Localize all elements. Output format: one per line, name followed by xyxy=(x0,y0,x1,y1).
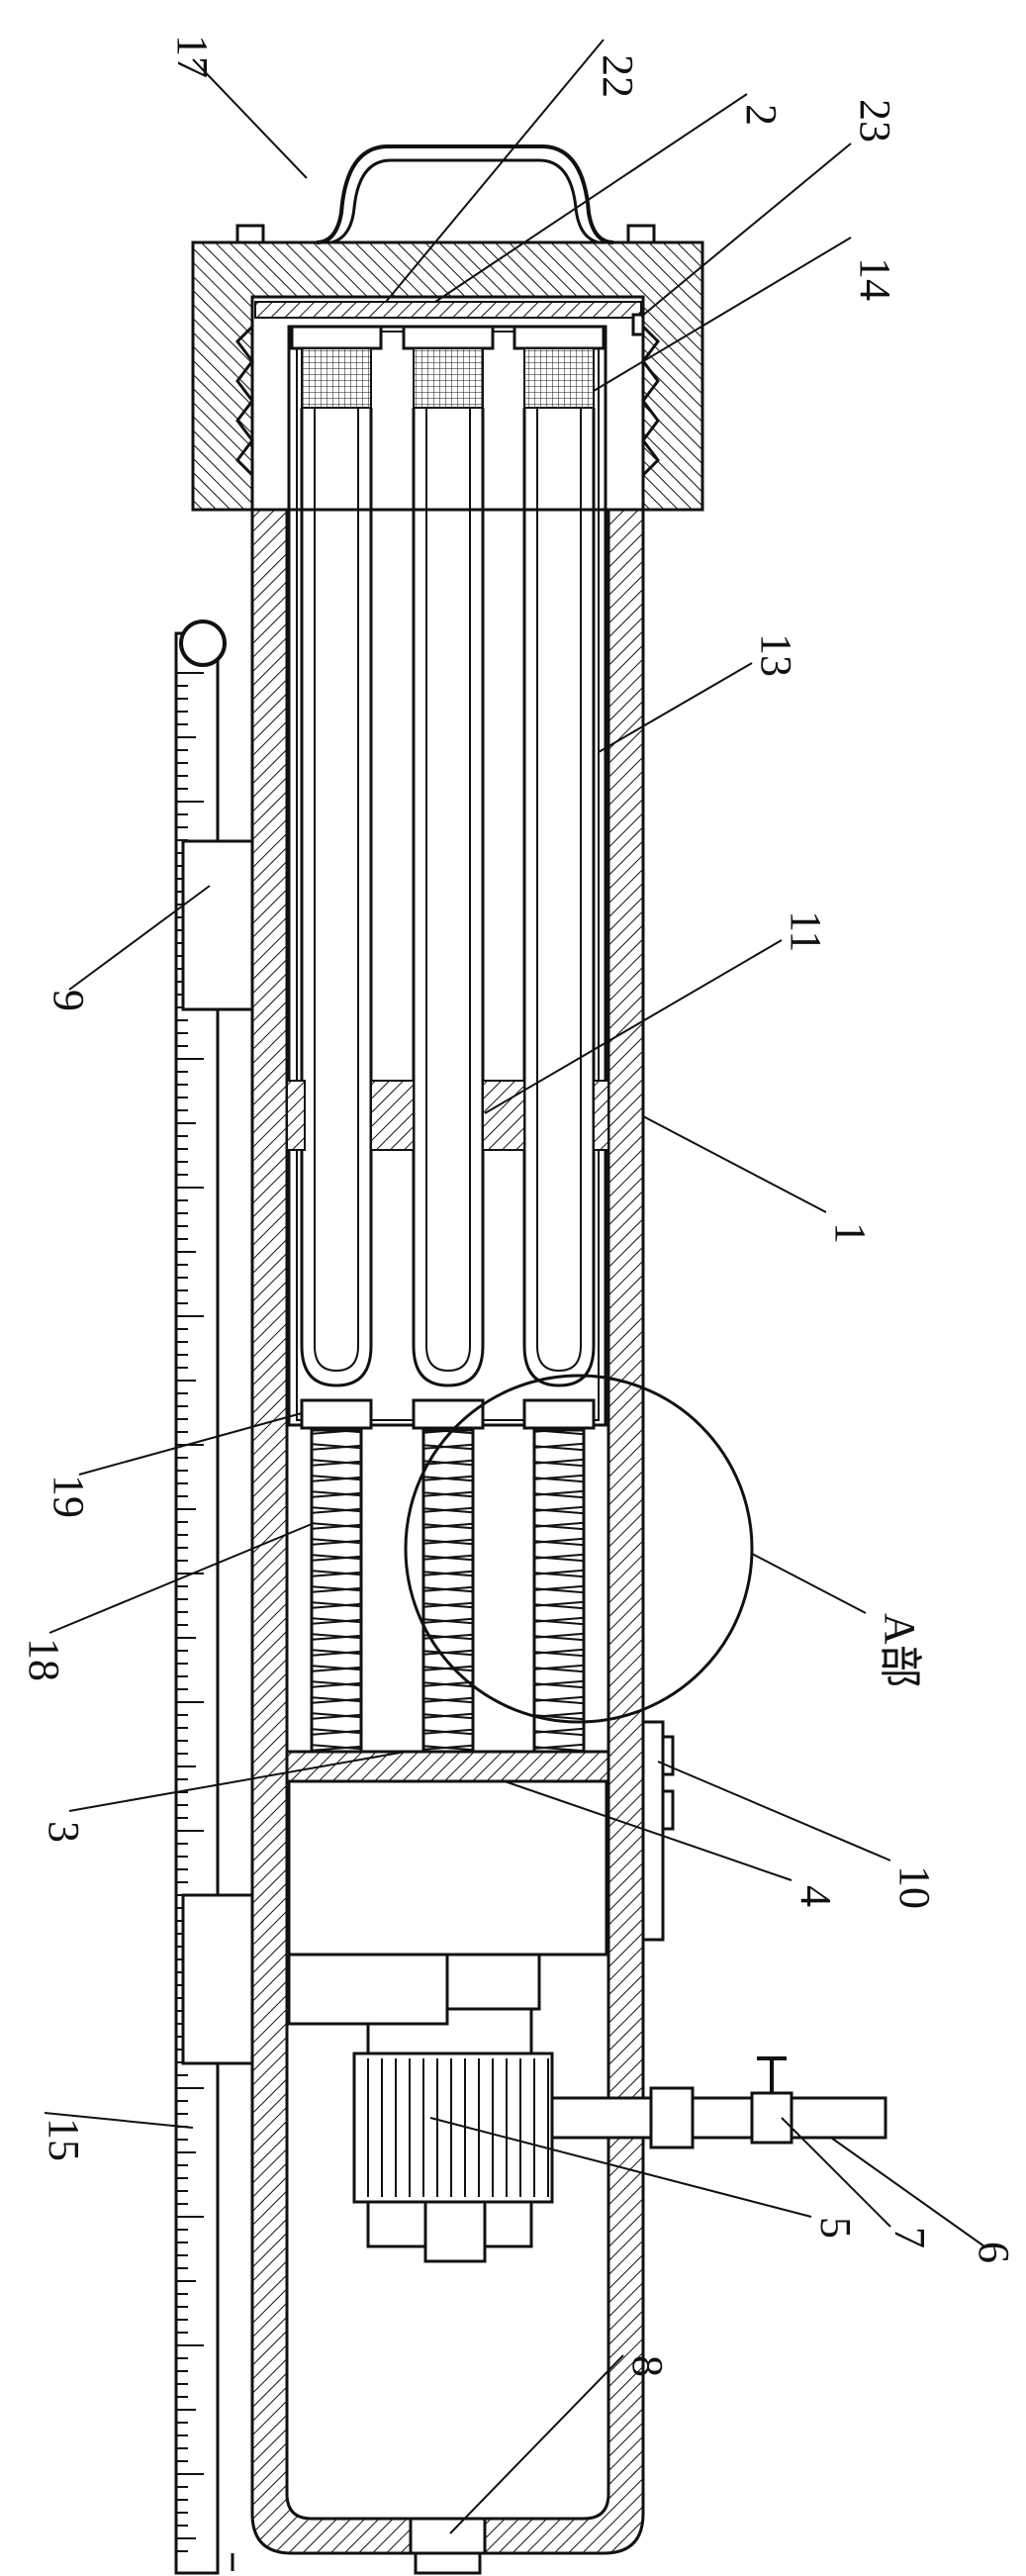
callout-labels: 17 22 2 23 14 13 11 9 1 19 18 A部 3 4 10 … xyxy=(20,35,1018,2377)
filter-tube-right xyxy=(513,325,606,1387)
label-9: 9 xyxy=(45,990,93,1011)
label-8: 8 xyxy=(623,2355,672,2377)
label-7: 7 xyxy=(886,2227,934,2248)
label-2: 2 xyxy=(737,104,786,126)
springs xyxy=(310,1428,586,1754)
filter-tube-left xyxy=(290,325,383,1387)
label-14: 14 xyxy=(851,257,899,301)
label-1: 1 xyxy=(826,1222,875,1244)
label-23: 23 xyxy=(851,99,899,143)
label-15: 15 xyxy=(40,2118,88,2161)
handle xyxy=(235,144,656,244)
filter-tubes xyxy=(290,325,606,1387)
detail-circle-a xyxy=(404,1374,754,1724)
scale-rod xyxy=(174,620,254,2575)
label-3: 3 xyxy=(40,1821,88,1843)
bottom-connector xyxy=(409,2517,487,2575)
slider-block-lower xyxy=(181,1893,254,2065)
side-panel xyxy=(641,1720,675,1942)
spring-seats xyxy=(300,1398,596,1430)
label-19: 19 xyxy=(45,1475,93,1518)
label-11: 11 xyxy=(782,910,830,952)
filter-tube-middle xyxy=(402,325,495,1387)
label-17: 17 xyxy=(168,35,217,78)
label-4: 4 xyxy=(792,1885,840,1907)
leader-lines xyxy=(44,39,985,2534)
support-plate xyxy=(286,1080,609,1151)
gear-lines xyxy=(367,2058,549,2197)
label-10: 10 xyxy=(890,1865,939,1909)
label-18: 18 xyxy=(20,1638,68,1681)
label-13: 13 xyxy=(752,633,800,677)
label-a-detail: A部 xyxy=(876,1613,924,1688)
label-6: 6 xyxy=(970,2242,1018,2263)
outlet-assembly xyxy=(550,2056,887,2149)
rod-end-ring xyxy=(179,620,227,667)
slider-block-upper xyxy=(181,839,254,1011)
gear-pump xyxy=(352,2051,554,2263)
push-plate xyxy=(285,1750,610,1783)
label-22: 22 xyxy=(594,54,642,98)
label-5: 5 xyxy=(811,2217,860,2239)
seal-plate xyxy=(254,301,642,319)
